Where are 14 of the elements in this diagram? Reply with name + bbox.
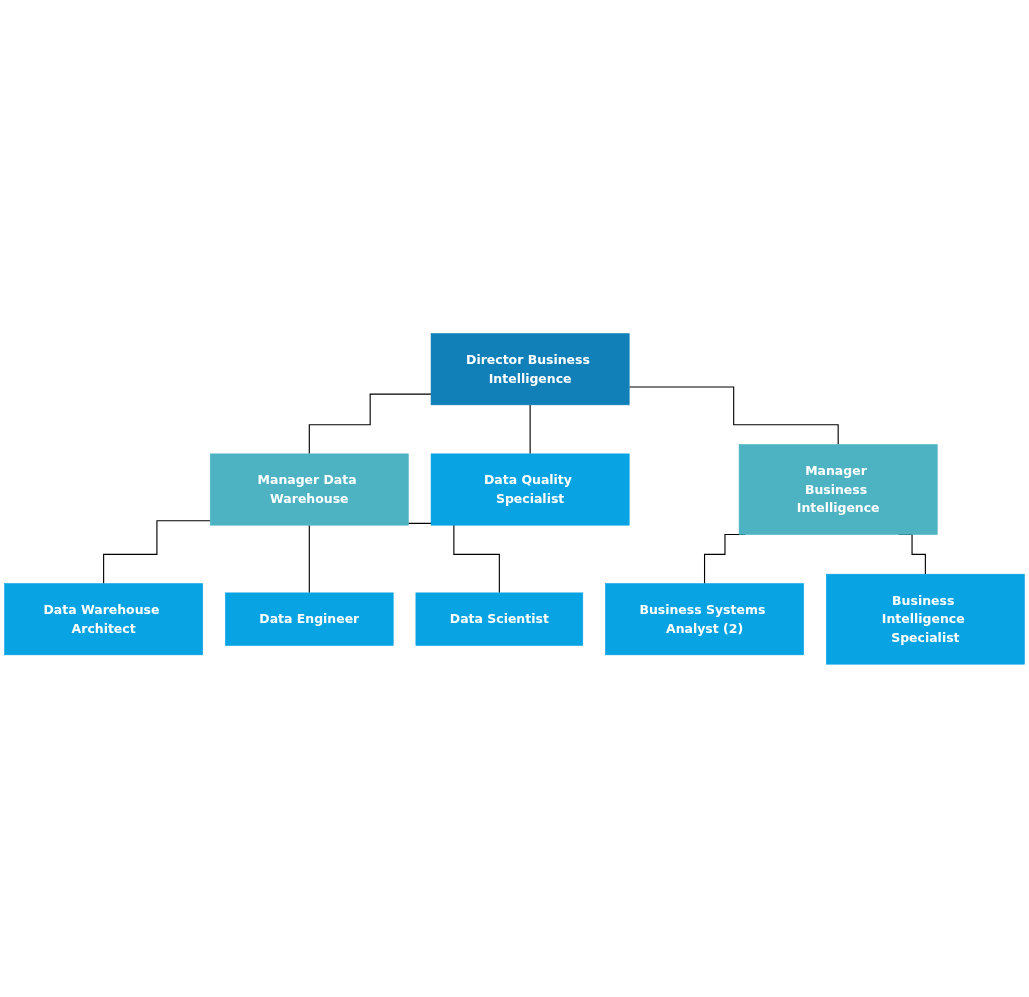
node-box: Data Warehouse Architect (4, 582, 203, 655)
connector (529, 403, 531, 455)
node-box: Director Business Intelligence (430, 332, 630, 405)
connector (103, 519, 211, 584)
node-box: Data Scientist (415, 592, 584, 646)
node-box: Data Quality Specialist (430, 453, 630, 526)
node-box: Business Intelligence Specialist (826, 573, 1025, 665)
connector (308, 524, 310, 594)
node-box: Manager Business Intelligence (738, 443, 938, 535)
node-box: Data Engineer (225, 592, 394, 646)
node-box: Manager Data Warehouse (209, 453, 409, 526)
connector (628, 386, 839, 445)
node-box: Business Systems Analyst (2) (605, 582, 804, 655)
connector (308, 393, 432, 455)
